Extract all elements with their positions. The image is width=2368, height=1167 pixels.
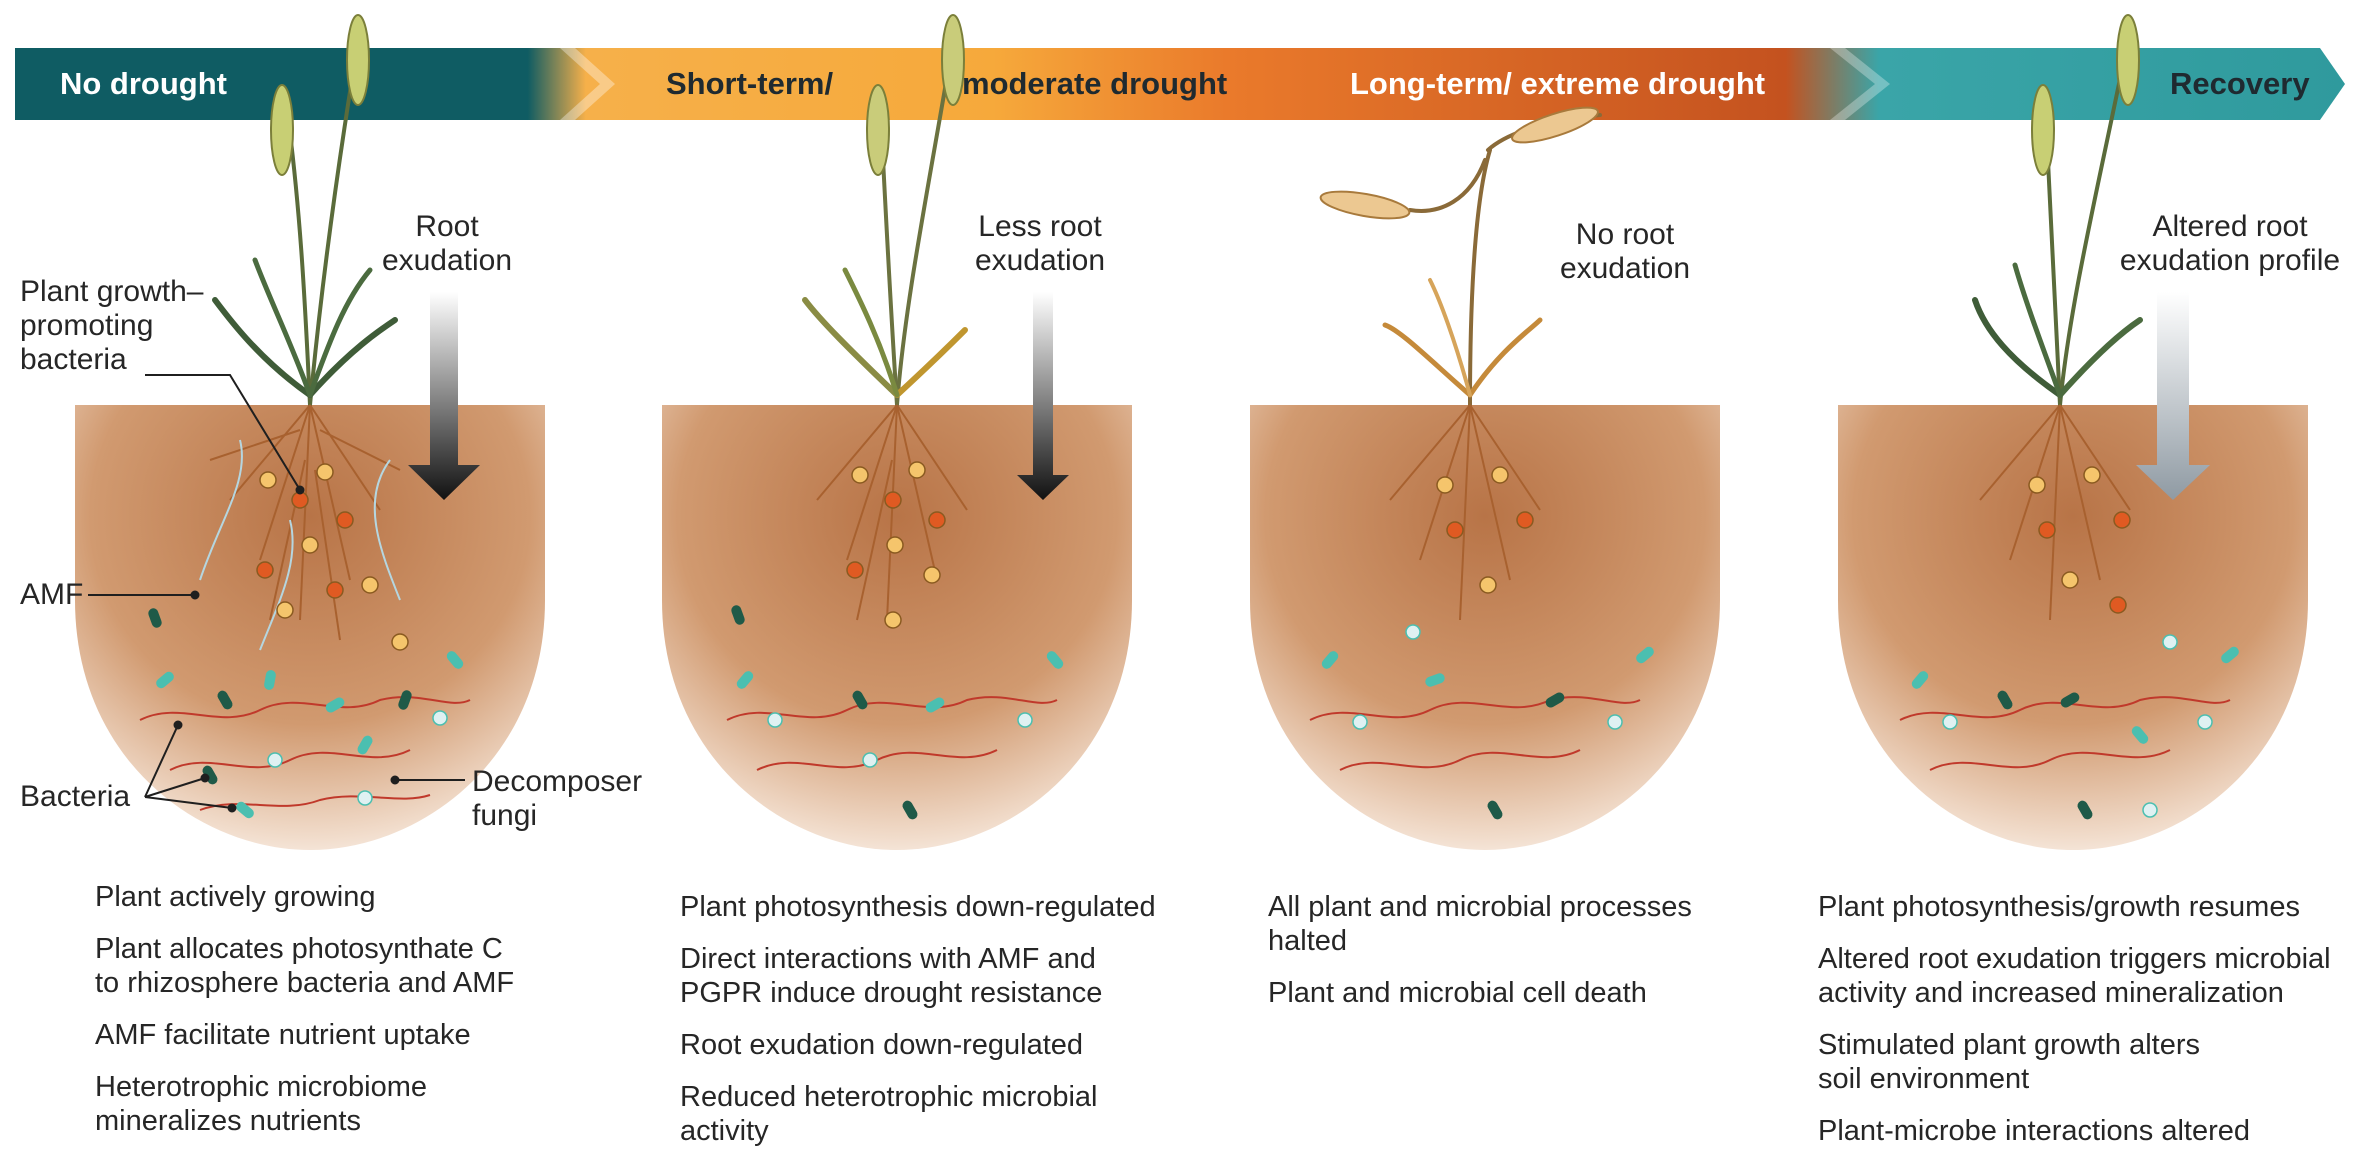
decomposer-fungi-label: Decomposer fungi bbox=[472, 765, 652, 833]
caption-item: Plant photosynthesis down-regulated bbox=[680, 890, 1240, 924]
stage-short-term-b: moderate drought bbox=[962, 66, 1227, 102]
stage-recovery: Recovery bbox=[2170, 66, 2310, 102]
caption-item: Direct interactions with AMF and PGPR in… bbox=[680, 942, 1240, 1010]
altered-root-exudation-label: Altered root exudation profile bbox=[2100, 210, 2360, 278]
no-root-exudation-label: No root exudation bbox=[1530, 218, 1720, 286]
caption-item: Plant and microbial cell death bbox=[1268, 976, 1808, 1010]
caption-item: Plant-microbe interactions altered bbox=[1818, 1114, 2363, 1148]
stage-long-term: Long-term/ extreme drought bbox=[1350, 66, 1765, 102]
caption-item: Plant allocates photosynthate C to rhizo… bbox=[95, 932, 615, 1000]
root-exudation-arrow-4 bbox=[2136, 292, 2210, 500]
root-exudation-label: Root exudation bbox=[362, 210, 532, 278]
caption-item: Reduced heterotrophic microbial activity bbox=[680, 1080, 1240, 1148]
stage-short-term-a: Short-term/ bbox=[666, 66, 833, 102]
less-root-exudation-label: Less root exudation bbox=[945, 210, 1135, 278]
soil-profile-4 bbox=[1838, 405, 2308, 850]
caption-item: Stimulated plant growth alters soil envi… bbox=[1818, 1028, 2363, 1096]
bacteria-label: Bacteria bbox=[20, 780, 150, 814]
caption-item: Heterotrophic microbiome mineralizes nut… bbox=[95, 1070, 615, 1138]
captions-no-drought: Plant actively growing Plant allocates p… bbox=[95, 880, 615, 1156]
captions-short-term: Plant photosynthesis down-regulated Dire… bbox=[680, 890, 1240, 1166]
captions-long-term: All plant and microbial processes halted… bbox=[1268, 890, 1808, 1028]
root-exudation-arrow-1 bbox=[408, 292, 480, 500]
caption-item: Plant photosynthesis/growth resumes bbox=[1818, 890, 2363, 924]
captions-recovery: Plant photosynthesis/growth resumes Alte… bbox=[1818, 890, 2363, 1166]
caption-item: Altered root exudation triggers microbia… bbox=[1818, 942, 2363, 1010]
pgpb-label: Plant growth– promoting bacteria bbox=[20, 275, 220, 377]
caption-item: All plant and microbial processes halted bbox=[1268, 890, 1808, 958]
caption-item: Root exudation down-regulated bbox=[680, 1028, 1240, 1062]
caption-item: Plant actively growing bbox=[95, 880, 615, 914]
stage-no-drought: No drought bbox=[60, 66, 227, 102]
caption-item: AMF facilitate nutrient uptake bbox=[95, 1018, 615, 1052]
amf-label: AMF bbox=[20, 578, 90, 612]
